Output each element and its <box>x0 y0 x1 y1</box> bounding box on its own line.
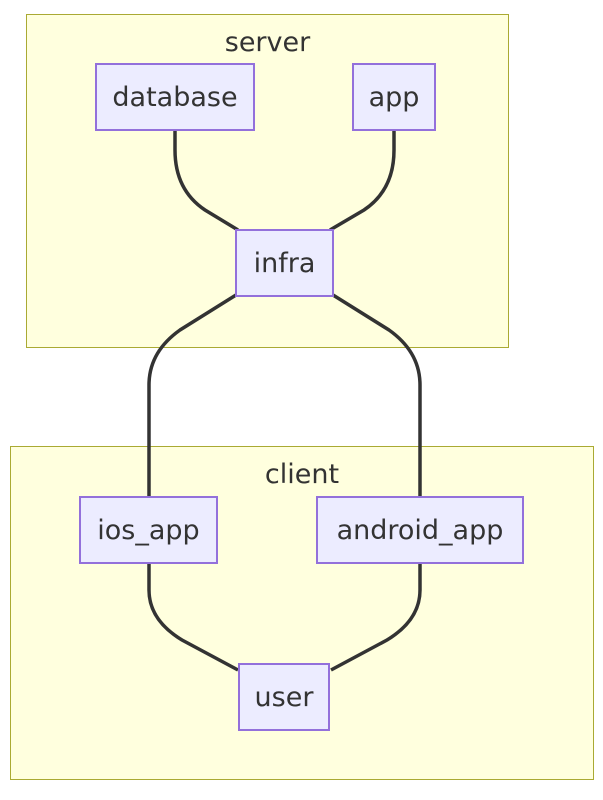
node-ios-app: ios_app <box>79 496 218 564</box>
edge-ios-app-user <box>147 563 239 672</box>
edge-infra-android-app <box>332 293 422 497</box>
edge-database-infra <box>173 130 239 232</box>
cluster-client-title: client <box>264 459 340 490</box>
edge-app-infra <box>329 130 396 232</box>
node-user: user <box>238 663 330 731</box>
edge-infra-ios-app <box>147 293 237 497</box>
node-android-app: android_app <box>316 496 524 564</box>
cluster-server-title: server <box>224 27 311 58</box>
node-app: app <box>352 63 436 131</box>
edge-android-app-user <box>330 563 422 672</box>
node-infra: infra <box>235 229 334 297</box>
node-database: database <box>95 63 255 131</box>
